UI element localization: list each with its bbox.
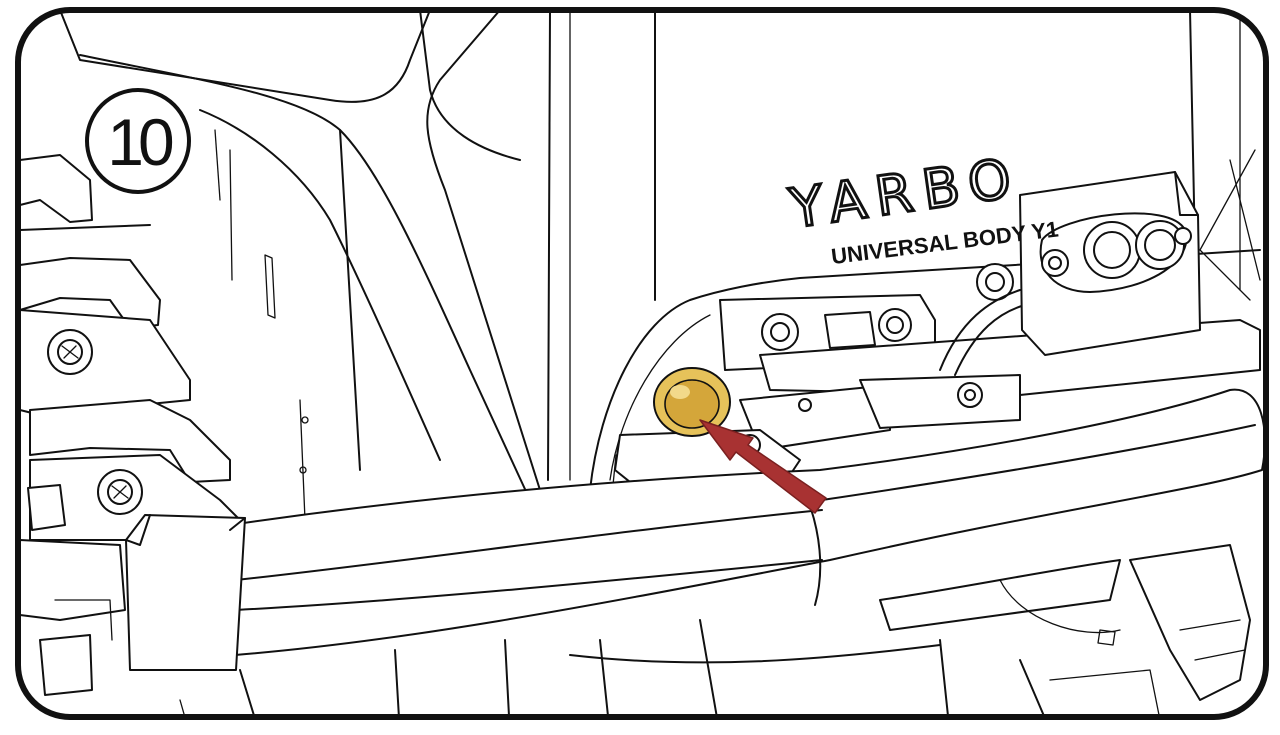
image-frame — [15, 7, 1269, 720]
upper-body-panel — [59, 10, 1261, 491]
bumper-bar — [125, 388, 1266, 701]
step-badge: 10 — [85, 88, 191, 194]
step-number: 10 — [107, 105, 173, 179]
drawing-area: YARBO UNIVERSAL BODY Y1 10 — [19, 10, 1266, 717]
pointer-arrow — [699, 419, 827, 514]
lower-chassis — [179, 619, 1161, 717]
highlighted-grommet — [653, 367, 731, 437]
side-panel — [79, 54, 531, 521]
